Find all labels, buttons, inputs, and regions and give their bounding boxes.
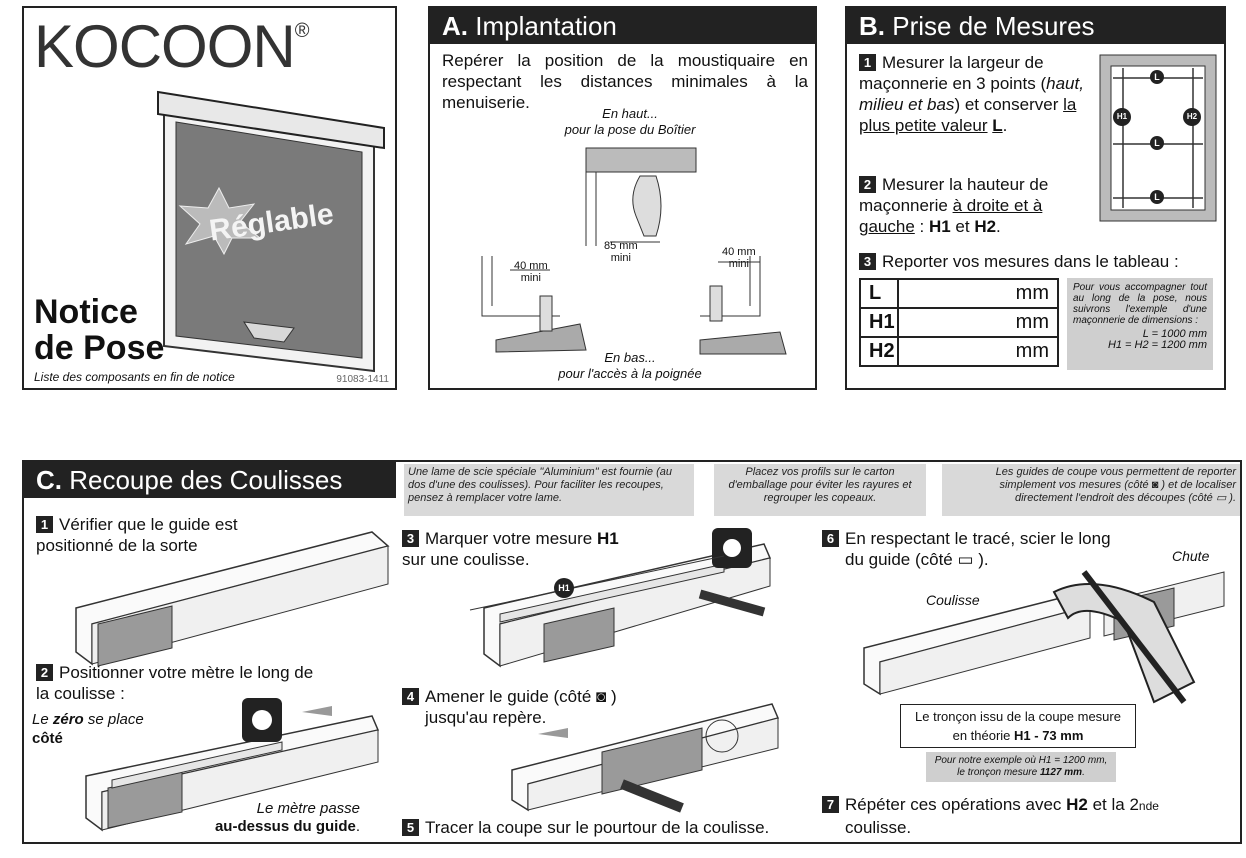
brand-logo: KOCOON® xyxy=(34,13,309,80)
diagram-label-l-mid: L xyxy=(1150,136,1164,150)
section-c-title: C. Recoupe des Coulisses xyxy=(24,462,396,498)
row-value-field[interactable]: mm xyxy=(897,278,1059,309)
rail-illustration-6 xyxy=(863,570,1225,704)
cover-title: Notice de Pose xyxy=(34,293,165,367)
chute-label: Chute xyxy=(1172,548,1210,564)
implantation-diagram xyxy=(481,147,787,355)
rail-illustration-4 xyxy=(511,703,780,813)
section-b-title: B. Prise de Mesures xyxy=(847,8,1224,44)
tip-banner-carton: Placez vos profils sur le carton d'embal… xyxy=(714,464,926,516)
zero-note: Le zéro se place côté xyxy=(32,711,144,747)
dim-left: 40 mm mini xyxy=(514,260,548,284)
cover-ref: 91083-1411 xyxy=(336,374,389,385)
rail-illustration-3 xyxy=(469,528,772,668)
cover-subtitle: Liste des composants en fin de notice xyxy=(34,370,235,384)
coulisse-label: Coulisse xyxy=(926,592,980,608)
dim-top: 85 mm mini xyxy=(604,240,638,264)
section-implantation: A. Implantation Repérer la position de l… xyxy=(428,6,817,390)
section-a-title: A. Implantation xyxy=(430,8,815,44)
row-label: H1 xyxy=(859,307,899,338)
diagram-label-h2: H2 xyxy=(1183,108,1201,126)
rail-illustration-2 xyxy=(85,698,380,832)
example-note: Pour vous accompagner tout au long de la… xyxy=(1067,278,1213,370)
result-box: Le tronçon issu de la coupe mesure en th… xyxy=(900,704,1136,748)
diagram-label-l-bot: L xyxy=(1150,190,1164,204)
tip-banner-guides: Les guides de coupe vous permettent de r… xyxy=(942,464,1240,516)
metre-note: Le mètre passe au-dessus du guide. xyxy=(214,800,360,835)
rail-illustration-1 xyxy=(75,531,390,667)
cover-panel: KOCOON® Réglable Notice de Pose Liste de… xyxy=(22,6,397,390)
diagram-label-h1: H1 xyxy=(1113,108,1131,126)
reglable-badge-icon xyxy=(178,186,262,256)
row-label: H2 xyxy=(859,336,899,367)
diagram-label-l-top: L xyxy=(1150,70,1164,84)
h1-badge: H1 xyxy=(554,578,574,598)
section-a-intro: Repérer la position de la moustiquaire e… xyxy=(442,51,808,112)
section-recoupe: C. Recoupe des Coulisses Une lame de sci… xyxy=(22,460,1242,844)
row-label: L xyxy=(859,278,899,309)
top-note: En haut... pour la pose du Boîtier xyxy=(564,106,696,137)
row-value-field[interactable]: mm xyxy=(897,336,1059,367)
example-result-note: Pour notre exemple où H1 = 1200 mm, le t… xyxy=(926,752,1116,782)
bottom-note: En bas... pour l'accès à la poignée xyxy=(558,350,702,381)
dim-right: 40 mm mini xyxy=(722,246,756,270)
tip-banner-blade: Une lame de scie spéciale "Aluminium" es… xyxy=(404,464,694,516)
row-value-field[interactable]: mm xyxy=(897,307,1059,338)
screen-product-illustration xyxy=(157,90,385,373)
